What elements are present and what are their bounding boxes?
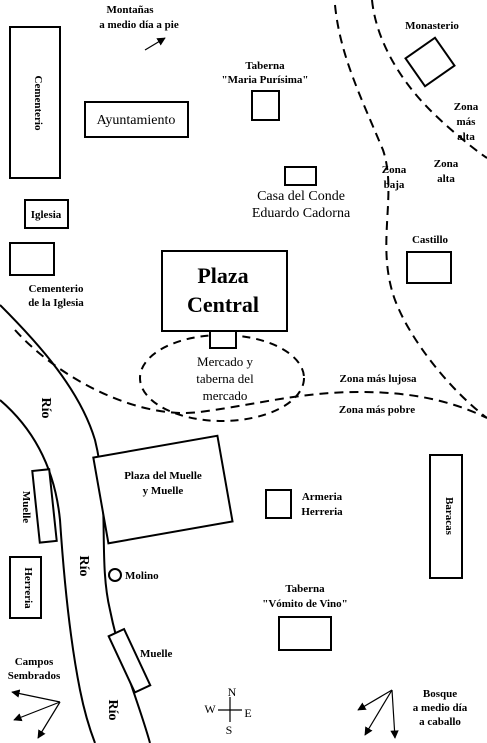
- label-church: Iglesia: [31, 209, 62, 221]
- label-tavern-maria-1: Taberna: [245, 60, 285, 72]
- mill-building: [108, 568, 122, 582]
- label-smithy: Herreria: [22, 567, 34, 609]
- label-central-plaza-2: Central: [187, 292, 259, 317]
- dock-left-building: [31, 468, 58, 544]
- label-tavern-vomit-2: "Vómito de Vino": [262, 598, 348, 610]
- river-bank-east: [0, 399, 96, 743]
- label-count-house-1: Casa del Conde: [257, 189, 345, 204]
- label-zone-higher-1: Zona: [454, 101, 479, 113]
- label-dock-left: Muelle: [20, 491, 32, 523]
- label-river-3: Río: [105, 700, 120, 721]
- label-count-house-2: Eduardo Cadorna: [252, 206, 351, 221]
- label-barracks: Baracas: [443, 497, 455, 536]
- monastery-building: [404, 36, 456, 88]
- label-zone-higher-2: más: [457, 116, 477, 128]
- fields-arrow-1: [11, 689, 61, 703]
- plaza-annex-building: [209, 330, 237, 349]
- castle-building: [406, 251, 452, 284]
- compass-east: E: [244, 706, 251, 720]
- compass-south: S: [226, 723, 233, 737]
- label-zone-higher-3: alta: [457, 131, 475, 143]
- armory-building: [265, 489, 292, 519]
- label-river-1: Río: [38, 398, 53, 419]
- compass-west: W: [204, 702, 216, 716]
- barracks-building: [429, 454, 463, 579]
- label-town-hall: Ayuntamiento: [97, 113, 176, 128]
- label-armory-1: Armeria: [302, 491, 343, 503]
- smithy-building: [9, 556, 42, 619]
- church-building: [24, 199, 69, 229]
- label-zone-poor: Zona más pobre: [339, 404, 415, 416]
- label-market-2: taberna del: [196, 371, 254, 386]
- label-tavern-maria-2: "Maria Purísima": [221, 74, 308, 86]
- label-church-cemetery-2: de la Iglesia: [28, 297, 84, 309]
- label-zone-high-2: alta: [437, 173, 455, 185]
- label-fields-1: Campos: [15, 656, 54, 668]
- tavern-vomit-building: [278, 616, 332, 651]
- label-monastery: Monasterio: [405, 20, 459, 32]
- label-zone-high-1: Zona: [434, 158, 459, 170]
- label-fields-2: Sembrados: [8, 670, 61, 682]
- dock-plaza-building: [92, 434, 234, 545]
- dock-bottom-building: [107, 627, 152, 694]
- zone-boundary-inner: [334, 4, 487, 419]
- label-market-3: mercado: [203, 388, 248, 403]
- church-cemetery-building: [9, 242, 55, 276]
- label-dock-bottom: Muelle: [140, 648, 172, 660]
- cemetery-building: [9, 26, 61, 179]
- label-mountains-2: a medio día a pie: [99, 19, 179, 31]
- label-forest-2: a medio día: [413, 702, 468, 714]
- label-zone-low-1: Zona: [382, 164, 407, 176]
- forest-arrow-2: [364, 689, 393, 736]
- forest-arrow-3: [390, 689, 399, 739]
- count-house-building: [284, 166, 317, 186]
- label-armory-2: Herreria: [301, 506, 343, 518]
- central-plaza-building: [161, 250, 288, 332]
- label-mill: Molino: [125, 570, 159, 582]
- label-church-cemetery-1: Cementerio: [29, 283, 84, 295]
- compass-rose: N S E W: [204, 685, 251, 737]
- label-zone-low-2: baja: [384, 179, 405, 191]
- label-tavern-vomit-1: Taberna: [285, 583, 325, 595]
- fields-arrow-3: [37, 701, 61, 739]
- label-mountains-1: Montañas: [106, 4, 154, 16]
- zone-boundary-outer: [371, 0, 487, 159]
- compass-north: N: [228, 685, 237, 699]
- label-market-1: Mercado y: [197, 354, 253, 369]
- label-castle: Castillo: [412, 234, 449, 246]
- label-cemetery: Cementerio: [32, 76, 44, 131]
- label-dock-plaza-1: Plaza del Muelle: [124, 470, 202, 482]
- tavern-maria-building: [251, 90, 280, 121]
- zone-boundary-wealth: [14, 329, 487, 419]
- mountains-arrow: [144, 37, 166, 51]
- fields-arrow-2: [13, 701, 61, 722]
- town-hall-building: [84, 101, 189, 138]
- label-forest-1: Bosque: [423, 688, 457, 700]
- label-central-plaza-1: Plaza: [197, 263, 248, 288]
- forest-arrow-1: [357, 689, 393, 711]
- label-zone-luxury: Zona más lujosa: [339, 373, 417, 385]
- label-forest-3: a caballo: [419, 716, 461, 728]
- label-dock-plaza-2: y Muelle: [143, 485, 184, 497]
- label-river-2: Río: [76, 556, 91, 577]
